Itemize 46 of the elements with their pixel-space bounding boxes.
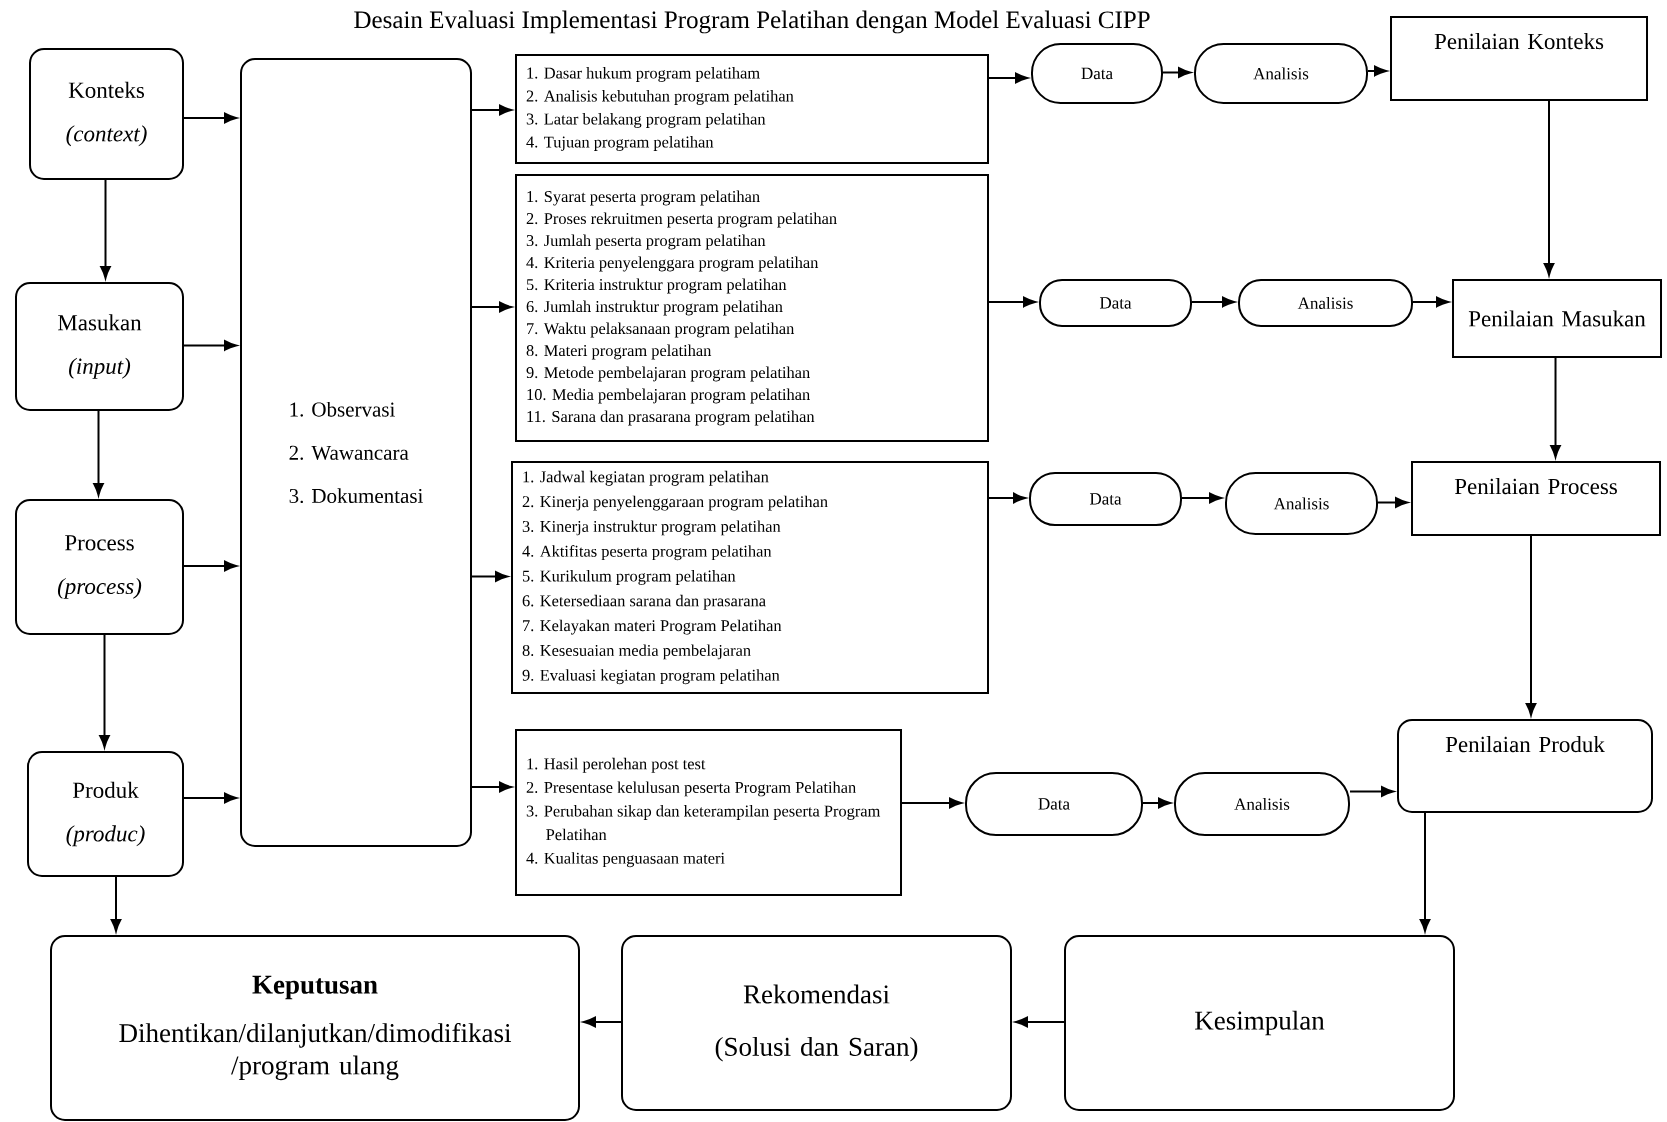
data-pill: Data: [965, 772, 1143, 836]
decision-box: Keputusan Dihentikan/dilanjutkan/dimodifikasi /program ulang: [50, 935, 580, 1121]
indicator-list-box: 1. Jadwal kegiatan program pelatihan 2. Kinerja penyelenggaraan program pelatihan 3. Kinerja instruktur program pelatihan 4. Aktifitas peserta program pelatihan 5. Kurikulum program pelatihan 6. Ketersediaan sarana dan prasarana 7. Kelayakan materi Program Pelatihan 8. Kesesuaian media pembelajaran 9. Evaluasi kegiatan program pelatihan: [511, 461, 989, 694]
arrow: [471, 104, 512, 116]
conclusion-box: Kesimpulan: [1064, 935, 1455, 1111]
arrow: [1525, 535, 1537, 716]
arrow: [583, 1016, 622, 1028]
arrow: [1181, 492, 1222, 504]
data-pill: Data: [1031, 43, 1163, 104]
stage-box: Produk (produc): [27, 751, 184, 877]
stage-box: Process (process): [15, 499, 184, 635]
title: Desain Evaluasi Implementasi Program Pelatihan dengan Model Evaluasi CIPP: [354, 10, 1150, 34]
arrow: [901, 797, 962, 809]
stage-box: Konteks (context): [29, 48, 184, 180]
arrow: [1142, 797, 1171, 809]
data-pill: Data: [1029, 472, 1182, 526]
arrow: [471, 781, 512, 793]
assessment-box: Penilaian Konteks: [1390, 16, 1648, 101]
assessment-box: Penilaian Process: [1411, 461, 1661, 536]
stage-box: Masukan (input): [15, 282, 184, 411]
recommendation-box: Rekomendasi (Solusi dan Saran): [621, 935, 1012, 1111]
indicator-list-box: 1. Hasil perolehan post test 2. Presentase kelulusan peserta Program Pelatihan 3. Perubahan sikap dan keterampilan peserta Program Pelatihan 4. Kualitas penguasaan materi: [515, 729, 902, 896]
arrow: [183, 560, 237, 572]
arrow: [183, 112, 237, 124]
arrow: [1543, 100, 1555, 276]
assessment-box: Penilaian Masukan: [1452, 279, 1662, 358]
method-box: 1. Observasi 2. Wawancara 3. Dokumentasi: [240, 58, 472, 847]
arrow: [1191, 296, 1235, 308]
indicator-list-box: 1. Dasar hukum program pelatiham 2. Analisis kebutuhan program pelatihan 3. Latar belakang program pelatihan 4. Tujuan program pelatihan: [515, 54, 989, 164]
arrow: [183, 792, 237, 804]
indicator-list-box: 1. Syarat peserta program pelatihan 2. Proses rekruitmen peserta program pelatihan 3. Jumlah peserta program pelatihan 4. Kriteria penyelenggara program pelatihan 5. Kriteria instruktur program pelatihan 6. Jumlah instruktur program pelatihan 7. Waktu pelaksanaan program pelatihan 8. Materi program pelatihan 9. Metode pembelajaran program pelatihan 10. Media pembelajaran program pelatihan 11. Sarana dan prasarana program pelatihan: [515, 174, 989, 442]
assessment-box: Penilaian Produk: [1397, 719, 1653, 813]
analysis-pill: Analisis: [1194, 43, 1368, 104]
analysis-pill: Analisis: [1238, 279, 1413, 327]
analysis-pill: Analisis: [1174, 772, 1350, 836]
arrow: [1412, 296, 1449, 308]
arrow: [988, 72, 1028, 84]
analysis-pill: Analisis: [1225, 472, 1378, 535]
arrow: [988, 492, 1026, 504]
arrow: [1015, 1016, 1065, 1028]
arrow: [110, 876, 122, 932]
arrow: [471, 301, 512, 313]
arrow: [1367, 65, 1387, 77]
arrow: [988, 296, 1036, 308]
data-pill: Data: [1039, 279, 1192, 327]
arrow: [1419, 812, 1431, 932]
